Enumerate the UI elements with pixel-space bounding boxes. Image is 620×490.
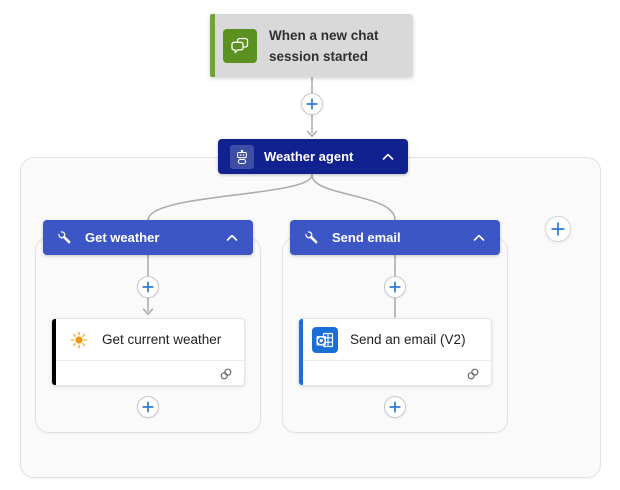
plus-icon — [142, 401, 154, 413]
chevron-up-icon — [226, 234, 238, 241]
agent-node[interactable]: Weather agent — [218, 139, 408, 174]
wrench-icon — [303, 229, 321, 247]
insert-action-button-get-weather[interactable] — [137, 276, 159, 298]
plus-icon — [389, 401, 401, 413]
action-card-get-current-weather[interactable]: Get current weather — [51, 318, 245, 386]
card-accent-bar — [52, 319, 56, 385]
add-branch-button[interactable] — [545, 216, 571, 242]
insert-action-button-top[interactable] — [301, 93, 323, 115]
chevron-up-icon — [473, 234, 485, 241]
agent-label: Weather agent — [264, 149, 354, 164]
branch-collapse-button[interactable] — [224, 232, 240, 244]
action-card-send-an-email-v2[interactable]: Send an email (V2) — [298, 318, 492, 386]
link-icon — [218, 366, 234, 382]
trigger-node[interactable]: When a new chat session started — [210, 14, 413, 77]
trigger-label: When a new chat session started — [269, 27, 379, 64]
branch-header-get-weather[interactable]: Get weather — [43, 220, 253, 255]
robot-icon — [230, 144, 254, 169]
wrench-icon — [56, 229, 74, 247]
chat-bubbles-icon — [223, 28, 257, 63]
plus-icon — [389, 281, 401, 293]
insert-action-button-send-email[interactable] — [384, 276, 406, 298]
branch-label: Get weather — [85, 230, 160, 245]
add-action-button-send-email[interactable] — [384, 396, 406, 418]
agent-collapse-button[interactable] — [380, 151, 396, 163]
card-accent-bar — [299, 319, 303, 385]
branch-collapse-button[interactable] — [471, 232, 487, 244]
plus-icon — [142, 281, 154, 293]
add-action-button-get-weather[interactable] — [137, 396, 159, 418]
plus-icon — [306, 98, 318, 110]
chevron-up-icon — [382, 153, 394, 160]
sun-icon — [68, 329, 90, 351]
branch-header-send-email[interactable]: Send email — [290, 220, 500, 255]
outlook-icon — [312, 326, 338, 353]
plus-icon — [551, 222, 565, 236]
action-label: Send an email (V2) — [350, 332, 466, 347]
arrowhead-into-agent — [306, 130, 318, 138]
branch-label: Send email — [332, 230, 401, 245]
action-label: Get current weather — [102, 332, 222, 347]
link-icon — [465, 366, 481, 382]
trigger-accent-bar — [210, 14, 215, 77]
